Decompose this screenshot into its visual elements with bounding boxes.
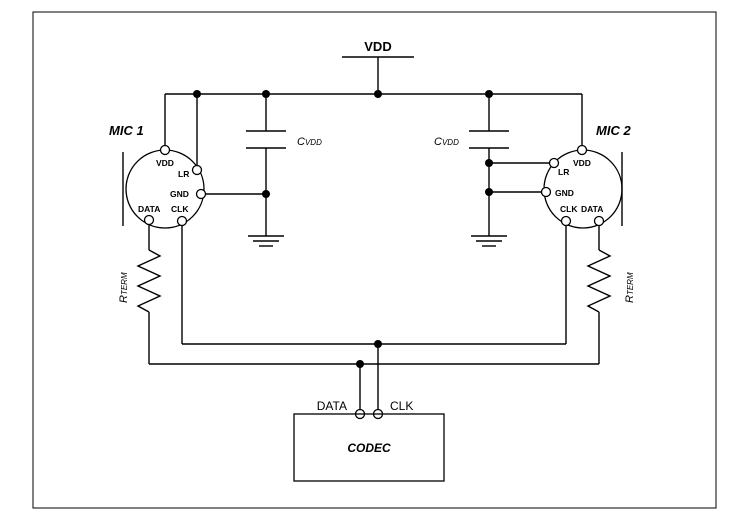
right-resistor-label: RTERM (624, 272, 636, 303)
mic2-data-pin (593, 215, 605, 227)
mic1-lr-pin-label: LR (178, 169, 189, 179)
mic2: MIC 2 VDD LR GND CLK DATA (543, 123, 631, 229)
left-capacitor-label: CVDD (297, 136, 322, 148)
vdd-rail (164, 90, 583, 170)
mic2-clk-pin (560, 215, 572, 227)
mic2-vdd-pin (576, 144, 588, 156)
codec-data-pin-label: DATA (317, 399, 347, 413)
codec: DATA CLK CODEC (293, 399, 445, 482)
mic2-lr-pin-label: LR (558, 167, 569, 177)
mic2-vdd-pin-label: VDD (573, 158, 591, 168)
mic1-clk-pin (176, 215, 188, 227)
rail-junction-dot (374, 90, 382, 98)
mic2-data-pin-label: DATA (581, 204, 603, 214)
mic1-gnd-pin-label: GND (170, 189, 189, 199)
codec-label: CODEC (347, 441, 391, 455)
left-ground-symbol (248, 235, 284, 247)
left-termination-resistor: RTERM (118, 220, 162, 364)
data-bus (149, 360, 599, 410)
mic1-label: MIC 1 (109, 123, 144, 138)
left-resistor-label: RTERM (118, 272, 130, 303)
mic1-data-pin-label: DATA (138, 204, 160, 214)
mic2-label: MIC 2 (596, 123, 631, 138)
mic1: MIC 1 VDD LR GND DATA CLK (109, 123, 205, 229)
codec-clk-pin-label: CLK (390, 399, 413, 413)
figure-border (32, 11, 717, 509)
mic-ground-connections (201, 162, 554, 195)
mic1-gnd-pin (195, 188, 207, 200)
vdd-supply: VDD (342, 39, 414, 94)
mic2-gnd-pin (540, 186, 552, 198)
right-capacitor-label: CVDD (434, 136, 459, 148)
right-capacitor: CVDD (434, 94, 509, 236)
left-capacitor: CVDD (246, 94, 322, 236)
mic1-clk-pin-label: CLK (171, 204, 189, 214)
mic2-clk-pin-label: CLK (560, 204, 578, 214)
mic2-gnd-pin-label: GND (555, 188, 574, 198)
right-termination-resistor: RTERM (586, 221, 636, 364)
codec-box (293, 413, 445, 482)
mic1-data-pin (143, 214, 155, 226)
pin-connectors (143, 144, 605, 420)
vdd-supply-label: VDD (364, 39, 391, 54)
mic1-vdd-pin (159, 144, 171, 156)
mic1-lr-pin (191, 164, 203, 176)
data-junction-dot (356, 360, 364, 368)
mic2-lr-pin (548, 157, 560, 169)
clock-bus (181, 221, 567, 410)
right-ground-symbol (471, 235, 507, 247)
mic1-vdd-pin-label: VDD (156, 158, 174, 168)
rail-junction-dot (193, 90, 201, 98)
clock-junction-dot (374, 340, 382, 348)
